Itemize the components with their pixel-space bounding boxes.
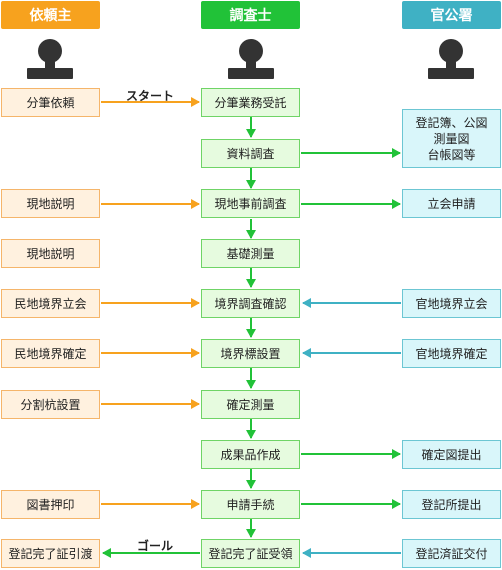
office-step-public-boundary-confirm: 官地境界確定: [402, 339, 501, 368]
office-step-final-map-submit: 確定図提出: [402, 440, 501, 469]
surveyor-person-icon: [228, 39, 274, 79]
office-step-registry-documents: 登記簿、公図 測量図 台帳図等: [402, 109, 501, 168]
office-step-registry-submit: 登記所提出: [402, 490, 501, 519]
client-person-icon: [27, 39, 73, 79]
surveyor-step-document-research: 資料調査: [201, 139, 300, 168]
surveyor-step-preliminary-survey: 現地事前調査: [201, 189, 300, 218]
client-step-document-seal: 図書押印: [1, 490, 100, 519]
office-registry-line1: 登記簿、公図: [415, 115, 488, 130]
client-step-certificate-handover: 登記完了証引渡: [1, 539, 100, 568]
surveyor-step-application: 申請手続: [201, 490, 300, 519]
surveyor-header: 調査士: [201, 1, 300, 29]
surveyor-step-final-survey: 確定測量: [201, 390, 300, 419]
office-registry-line2: 測量図: [433, 131, 470, 146]
goal-label: ゴール: [137, 539, 174, 553]
client-step-stake-installation: 分割杭設置: [1, 390, 100, 419]
office-step-certificate-issue: 登記済証交付: [402, 539, 501, 568]
surveyor-step-deliverables: 成果品作成: [201, 440, 300, 469]
client-step-site-explanation-2: 現地説明: [1, 239, 100, 268]
surveyor-step-base-survey: 基礎測量: [201, 239, 300, 268]
surveyor-step-marker-install: 境界標設置: [201, 339, 300, 368]
surveyor-step-contract: 分筆業務受託: [201, 88, 300, 117]
surveyor-step-boundary-check: 境界調査確認: [201, 289, 300, 318]
client-step-subdivision-request: 分筆依頼: [1, 88, 100, 117]
start-label: スタート: [126, 89, 175, 103]
office-person-icon: [428, 39, 474, 79]
client-step-private-boundary-confirm: 民地境界確定: [1, 339, 100, 368]
office-registry-line3: 台帳図等: [427, 147, 476, 162]
office-step-public-boundary-witness: 官地境界立会: [402, 289, 501, 318]
surveyor-step-certificate-receipt: 登記完了証受領: [201, 539, 300, 568]
office-step-witness-application: 立会申請: [402, 189, 501, 218]
client-step-site-explanation: 現地説明: [1, 189, 100, 218]
client-header: 依頼主: [1, 1, 100, 29]
office-header: 官公署: [402, 1, 501, 29]
client-step-private-boundary-witness: 民地境界立会: [1, 289, 100, 318]
